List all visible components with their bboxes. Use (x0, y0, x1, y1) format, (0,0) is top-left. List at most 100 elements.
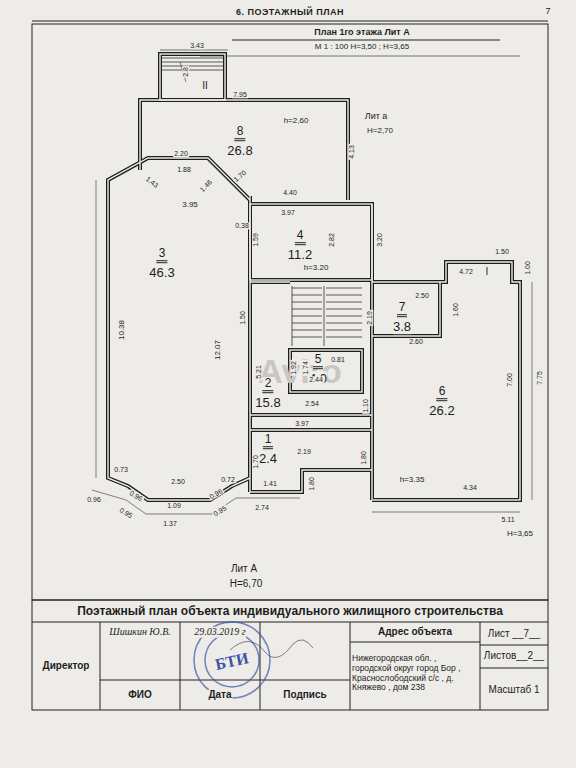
dimension: 2.54 (304, 400, 320, 407)
dimension: 3.43 (189, 42, 205, 49)
table-heading: Директор (42, 661, 91, 672)
dimension: 3.97 (294, 420, 310, 427)
dimension: 1.70 (252, 454, 259, 470)
dimension: 7.75 (536, 370, 543, 386)
plan-note: Лист __7__ (487, 629, 541, 640)
dimension: 0.73 (113, 466, 129, 473)
dimension: 4.13 (348, 144, 355, 160)
plan-note: Лит а (364, 112, 389, 121)
dimension: 1.00 (524, 260, 531, 276)
dimension: 12.07 (214, 339, 222, 361)
filled-value: 29.03.2019 г (193, 627, 246, 638)
dimension: h=2,60 (283, 117, 310, 125)
dimension: 2.60 (408, 338, 424, 345)
room-area: 26.2 (429, 403, 454, 418)
room-number: 3 (157, 247, 168, 263)
room-area: 11.2 (288, 247, 312, 262)
plan-note: 7 (544, 7, 551, 16)
dimension: 0.96 (86, 496, 102, 503)
plan-note: Масштаб 1 (487, 685, 540, 696)
table-heading: Поэтажный план объекта индивидуального ж… (76, 605, 504, 618)
dimension: 0.96 (127, 489, 144, 503)
dimension: Н=2,70 (366, 127, 394, 135)
table-heading: Адрес объекта (377, 627, 453, 638)
dimension: 0.95 (117, 506, 134, 520)
dimension: 3.20 (376, 232, 383, 248)
dimension: 1.43 (144, 174, 161, 189)
dimension: 1.09 (166, 502, 182, 509)
dimension: 1.70 (232, 168, 249, 184)
dimension: 1.41 (262, 480, 278, 487)
plan-note: II (201, 81, 209, 92)
table-heading: Дата (207, 690, 232, 701)
dimension: 0.38 (234, 222, 250, 229)
plan-note: Листов__2__ (483, 651, 545, 662)
room-label: 626.2 (429, 381, 454, 419)
plan-note: Нижегородская обл. , городской округ гор… (351, 654, 479, 693)
room-label: 411.2 (288, 225, 312, 263)
dimension: 2.74 (254, 504, 270, 511)
dimension: 5.21 (255, 364, 262, 380)
dimension: 2.20 (173, 150, 189, 157)
dimension: 1.46 (198, 178, 214, 194)
dimension: 2.44 (308, 376, 324, 383)
dimension: 1.50 (239, 310, 246, 326)
dimension: 3.97 (280, 209, 296, 216)
dimension: 3.95 (181, 201, 199, 209)
dimension: 2.19 (296, 448, 312, 455)
room-area: 26.8 (227, 143, 252, 158)
plan-note: Лит А (230, 564, 258, 575)
filled-value: Шишкин Ю.В. (108, 627, 172, 638)
room-label: 12.4 (259, 429, 277, 467)
dimension: 1.37 (162, 520, 178, 527)
dimension: 2.50 (170, 478, 186, 485)
dimension: 1.80 (308, 476, 315, 492)
dimension: 4.34 (462, 484, 478, 491)
dimension: h=3.35 (399, 476, 426, 484)
room-number: 1 (263, 433, 274, 449)
room-number: 5 (313, 353, 324, 369)
dimension: 1.88 (176, 166, 192, 173)
room-area: 2.4 (259, 451, 277, 466)
room-number: 8 (235, 125, 246, 141)
room-label: 826.8 (227, 121, 252, 159)
dimension: 2.82 (328, 232, 335, 248)
dimension: 1.10 (362, 398, 369, 414)
dimension: 1.80 (360, 450, 367, 466)
room-number: 6 (437, 385, 448, 401)
page-title: 6. ПОЭТАЖНЫЙ ПЛАН (236, 7, 344, 17)
dimension: 0.96 (207, 487, 224, 501)
dimension: 7.00 (506, 372, 513, 388)
dimension: 10.38 (118, 319, 126, 341)
dimension: 2.19 (366, 310, 373, 326)
dimension: 7.95 (232, 91, 248, 98)
dimension: 5.11 (500, 516, 515, 523)
dimension: 1.60 (452, 302, 459, 318)
room-area: 15.8 (255, 395, 280, 410)
dimension: 2.50 (414, 292, 430, 299)
dimension: 0.72 (220, 476, 236, 483)
dimension: 1.50 (494, 248, 510, 255)
room-label: 346.3 (149, 243, 174, 281)
dimension: 0.95 (211, 504, 228, 518)
dimension: 4.72 (458, 268, 474, 275)
stamp-text: БТИ (213, 650, 251, 674)
dimension: 4.40 (282, 189, 298, 196)
room-label: 73.8 (393, 297, 411, 335)
dimension: 0.81 (330, 356, 346, 363)
room-area: 3.8 (393, 319, 411, 334)
table-heading: План 1го этажа Лит А (313, 28, 410, 37)
dimension: 1.59 (252, 232, 259, 248)
dimension: 1.74 (302, 360, 309, 376)
room-number: 4 (295, 229, 306, 245)
plan-note: I (485, 267, 490, 278)
table-heading: ФИО (127, 690, 153, 701)
plan-note: Н=6,70 (229, 579, 264, 590)
room-number: 2 (263, 377, 274, 393)
dimension: 1.92 (290, 360, 297, 376)
dimension: Н=3,65 (506, 530, 534, 538)
dimension: М 1 : 100 Н=3,50 ; Н=3,65 (314, 43, 410, 51)
room-number: 7 (397, 301, 408, 317)
dimension: h=3.20 (303, 264, 330, 272)
room-area: 46.3 (149, 265, 174, 280)
